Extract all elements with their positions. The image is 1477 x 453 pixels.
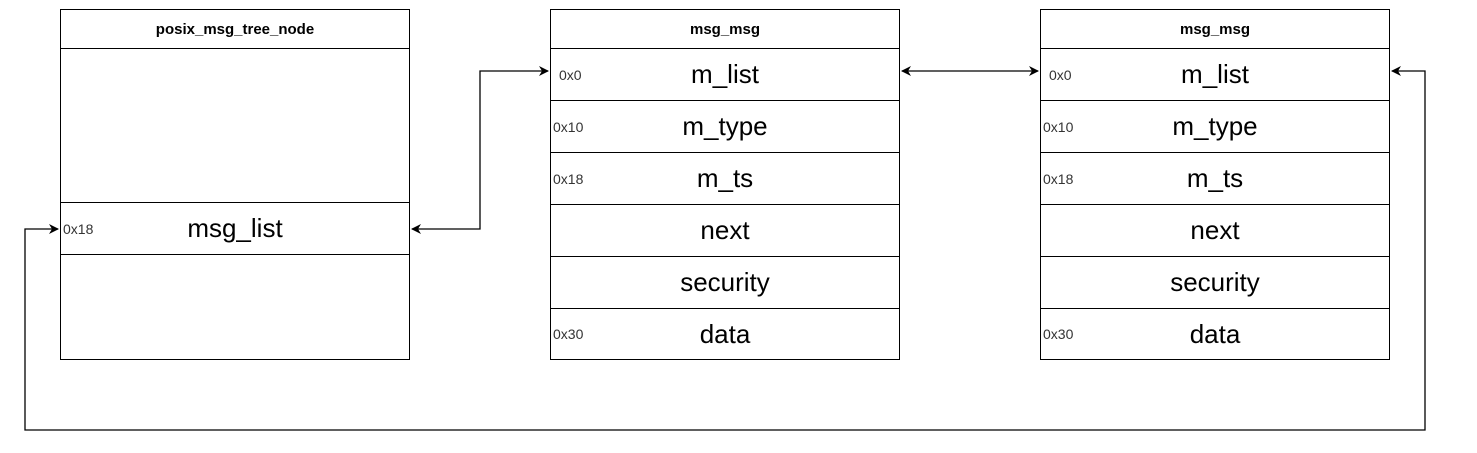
msg2-field-data: 0x30 data (1041, 309, 1389, 359)
msg2-field-security: security (1041, 257, 1389, 309)
msg1-field-m-type: 0x10 m_type (551, 101, 899, 153)
msg1-field-data: 0x30 data (551, 309, 899, 359)
link-msg-list-to-msg1-m-list (411, 66, 549, 234)
field-name: security (680, 267, 770, 297)
field-name: m_list (1181, 59, 1249, 89)
field-name: next (700, 215, 750, 245)
field-name: m_list (691, 59, 759, 89)
field-name: m_ts (1186, 163, 1244, 193)
field-name: msg_list (187, 213, 283, 243)
field-name: data (699, 318, 751, 349)
field-name: next (1190, 215, 1240, 245)
msg1-field-security: security (551, 257, 899, 309)
msg2-field-m-list: 0x0 m_list (1041, 49, 1389, 101)
msg-msg-title-2: msg_msg (1041, 10, 1389, 49)
field-name: m_type (1172, 111, 1258, 141)
field-name: data (1189, 318, 1241, 349)
msg1-field-next: next (551, 205, 899, 257)
posix-msg-tree-node-box: posix_msg_tree_node 0x18 msg_list (60, 9, 410, 360)
field-name: m_type (682, 111, 768, 141)
msg-msg-box-1: msg_msg 0x0 m_list 0x10 m_type 0x18 m_ts… (550, 9, 900, 360)
posix-msg-tree-node-title: posix_msg_tree_node (61, 10, 409, 49)
msg-msg-box-2: msg_msg 0x0 m_list 0x10 m_type 0x18 m_ts… (1040, 9, 1390, 360)
field-name: m_ts (696, 163, 754, 193)
msg1-field-m-list: 0x0 m_list (551, 49, 899, 101)
msg-list-field: 0x18 msg_list (61, 202, 409, 255)
field-name: security (1170, 267, 1260, 297)
msg2-field-m-ts: 0x18 m_ts (1041, 153, 1389, 205)
msg2-field-m-type: 0x10 m_type (1041, 101, 1389, 153)
msg2-field-next: next (1041, 205, 1389, 257)
msg1-field-m-ts: 0x18 m_ts (551, 153, 899, 205)
msg-msg-title-1: msg_msg (551, 10, 899, 49)
